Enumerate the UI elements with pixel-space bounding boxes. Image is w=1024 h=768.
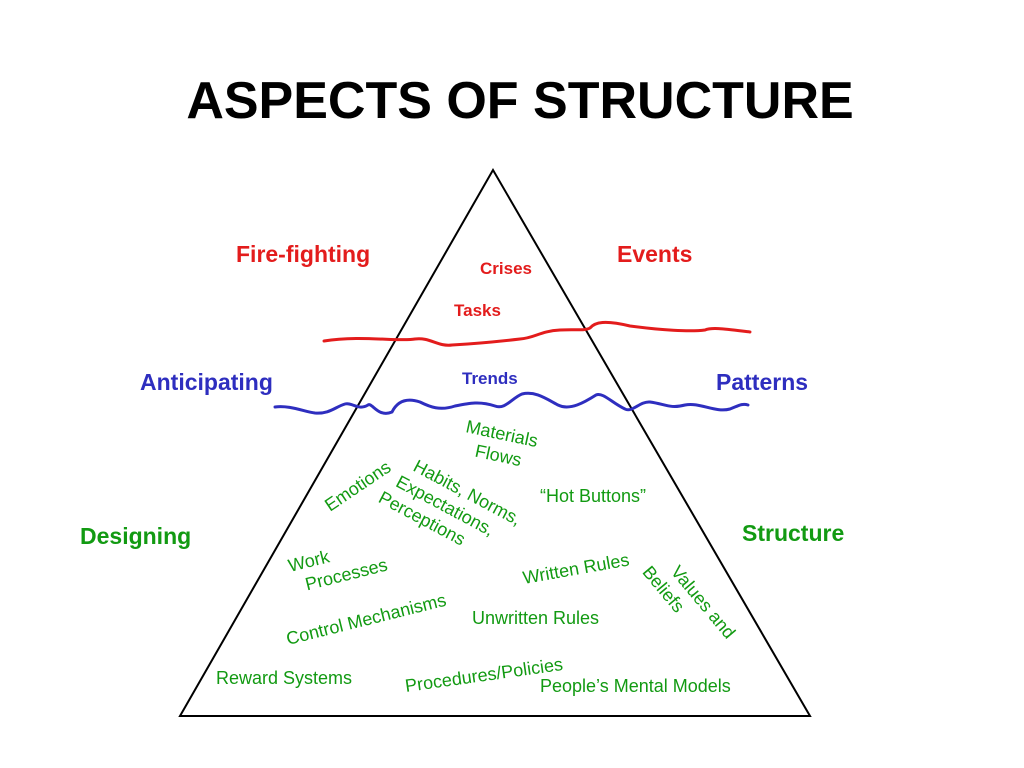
unwritten-rules-item: Unwritten Rules <box>472 608 599 628</box>
mental-models-item: People’s Mental Models <box>540 676 731 696</box>
work-processes-item: Work Processes <box>286 546 389 594</box>
slide-title: ASPECTS OF STRUCTURE <box>186 72 853 130</box>
materials-flows-item: Materials Flows <box>464 416 540 470</box>
anticipating-label: Anticipating <box>140 369 273 395</box>
pyramid-outline <box>178 167 812 717</box>
crises-label: Crises <box>480 259 532 278</box>
written-rules-item: Written Rules <box>521 550 631 588</box>
fire-fighting-label: Fire-fighting <box>236 241 370 267</box>
events-waterline <box>322 320 752 347</box>
tasks-label: Tasks <box>454 301 501 320</box>
designing-label: Designing <box>80 523 191 549</box>
hot-buttons-item: “Hot Buttons” <box>540 486 646 506</box>
structure-label: Structure <box>742 520 844 546</box>
patterns-waterline <box>273 391 750 415</box>
trends-label: Trends <box>462 369 518 388</box>
values-beliefs-item: Values and Beliefs <box>639 562 740 643</box>
events-label: Events <box>617 241 692 267</box>
reward-systems-item: Reward Systems <box>216 668 352 688</box>
control-mechanisms-item: Control Mechanisms <box>284 590 448 649</box>
patterns-label: Patterns <box>716 369 808 395</box>
